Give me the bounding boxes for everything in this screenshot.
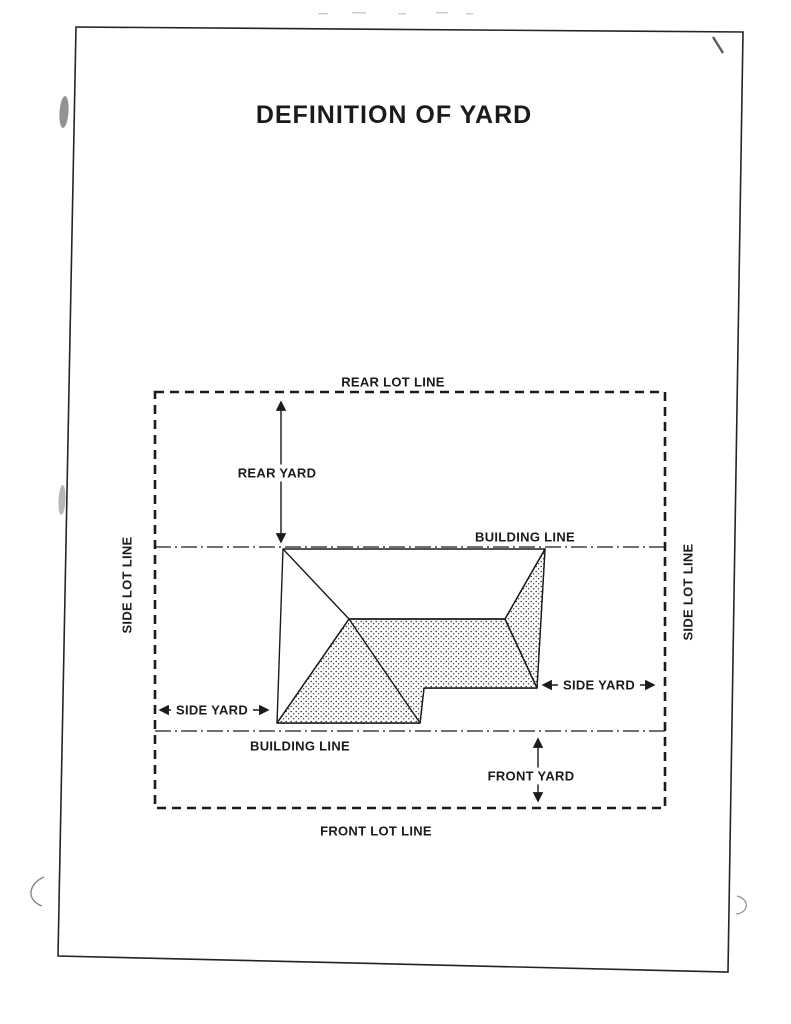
roof-hip-line [504, 548, 546, 620]
lot-boundary [153, 390, 667, 810]
scan-mark [735, 895, 747, 915]
side-lot-line-left-label: SIDE LOT LINE [119, 536, 135, 634]
roof-hip-line [282, 548, 350, 620]
page-title: DEFINITION OF YARD [255, 101, 533, 129]
side-yard-right-label: SIDE YARD [557, 676, 641, 694]
side-lot-line-right-label: SIDE LOT LINE [680, 543, 696, 641]
house-roof-plan [276, 548, 546, 724]
rear-yard-label: REAR YARD [232, 464, 322, 482]
rear-lot-line-label: REAR LOT LINE [341, 374, 445, 390]
paper-border [57, 26, 744, 973]
scan-smudge [59, 96, 69, 128]
roof-hip-line [276, 618, 350, 724]
building-line-upper-label: BUILDING LINE [475, 529, 575, 545]
front-yard-label: FRONT YARD [482, 767, 580, 785]
scan-smudge [58, 485, 66, 515]
building-line-lower-label: BUILDING LINE [250, 738, 350, 754]
roof-hip-line [504, 618, 538, 689]
side-yard-left-label: SIDE YARD [170, 701, 254, 719]
scan-mark [30, 876, 45, 907]
front-lot-line-label: FRONT LOT LINE [320, 823, 432, 839]
roof-hip-line [348, 618, 421, 724]
scan-mark [711, 36, 725, 54]
scan-noise [318, 12, 473, 15]
scan-artifacts [30, 12, 747, 915]
